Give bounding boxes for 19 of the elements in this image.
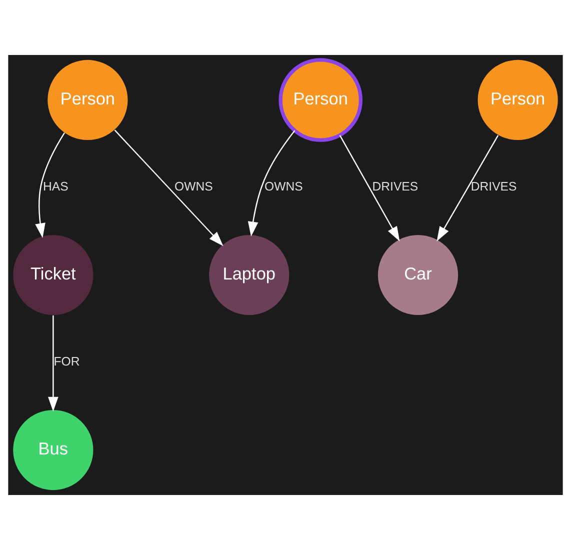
node-circle: Laptop: [209, 234, 290, 315]
node-circle: Person: [278, 58, 363, 142]
edge-label: OWNS: [174, 179, 213, 194]
arrow: [48, 314, 58, 412]
node-circle: Bus: [13, 409, 94, 490]
arrow: [248, 130, 296, 236]
edge-label: DRIVES: [470, 179, 517, 194]
arrow: [436, 134, 499, 241]
edge-label: FOR: [54, 354, 80, 368]
node-circle: Car: [378, 234, 458, 315]
node-circle: Person: [48, 59, 128, 140]
edge-label: DRIVES: [372, 179, 418, 194]
edge-label: HAS: [42, 179, 68, 194]
edge-label: OWNS: [264, 179, 303, 194]
node-circle: Ticket: [13, 234, 94, 315]
arrow: [35, 132, 66, 238]
node-circle: Person: [478, 59, 558, 140]
arrow: [114, 129, 224, 246]
arrow: [339, 134, 400, 241]
